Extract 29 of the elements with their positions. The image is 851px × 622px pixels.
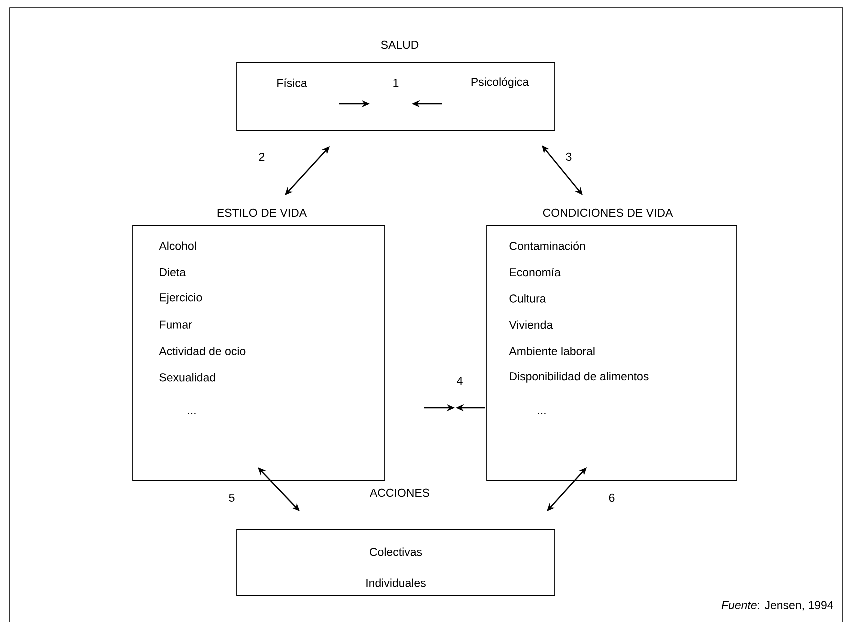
box-text: Psicológica — [472, 78, 530, 88]
list-item: Disponibilidad de alimentos — [510, 372, 649, 383]
source-note: Fuente: Jensen, 1994 — [722, 601, 834, 611]
list-item: ... — [538, 413, 546, 414]
list-item: ... — [188, 413, 196, 414]
relation-number: 4 — [457, 377, 463, 385]
list-item: Sexualidad — [160, 373, 216, 382]
list-item: Actividad de ocio — [159, 347, 246, 356]
list-item: Alcohol — [159, 242, 196, 250]
list-item: Individuales — [366, 578, 426, 588]
box-heading: SALUD — [381, 40, 419, 50]
box-heading: CONDICIONES DE VIDA — [543, 208, 674, 218]
box-heading: ACCIONES — [370, 488, 430, 498]
box-text: Física — [278, 78, 308, 88]
list-item: Cultura — [510, 294, 546, 303]
list-item: Economía — [510, 268, 561, 277]
box-heading: ESTILO DE VIDA — [218, 208, 308, 218]
edge-label: 5 — [229, 494, 235, 502]
list-item: Dieta — [160, 268, 186, 277]
edge-label: 3 — [566, 152, 572, 162]
list-item: Ambiente laboral — [509, 347, 595, 356]
list-item: Colectivas — [370, 548, 422, 556]
edge-label: 2 — [259, 153, 265, 162]
list-item: Ejercicio — [160, 293, 202, 304]
list-item: Vivienda — [509, 320, 554, 330]
list-item: Contaminación — [510, 242, 586, 250]
list-item: Fumar — [160, 320, 192, 329]
edge-label: 6 — [609, 494, 615, 502]
box-text: 1 — [394, 79, 399, 87]
